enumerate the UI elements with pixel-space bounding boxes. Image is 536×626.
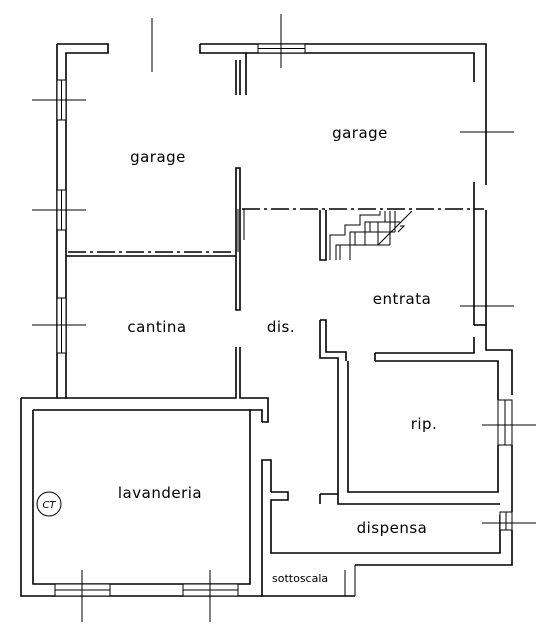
room-label-entrata: entrata xyxy=(373,290,432,308)
ct-label: CT xyxy=(42,500,56,511)
room-label-garage-left: garage xyxy=(130,148,186,166)
room-label-dispensa: dispensa xyxy=(357,519,428,537)
room-label-garage-right: garage xyxy=(332,124,388,142)
room-label-rip: rip. xyxy=(411,415,438,433)
room-label-lavanderia: lavanderia xyxy=(118,484,202,502)
room-label-dis: dis. xyxy=(267,318,295,336)
outer-walls xyxy=(20,43,513,597)
room-label-cantina: cantina xyxy=(127,318,186,336)
ct-circle xyxy=(36,491,62,517)
staircase xyxy=(329,210,413,260)
room-labels: garage garage cantina dis. entrata rip. … xyxy=(118,124,437,585)
section-lines xyxy=(32,14,536,622)
boiler-symbol: CT xyxy=(36,491,62,517)
projection-lines xyxy=(68,208,484,253)
room-label-sottoscala: sottoscala xyxy=(272,572,328,585)
